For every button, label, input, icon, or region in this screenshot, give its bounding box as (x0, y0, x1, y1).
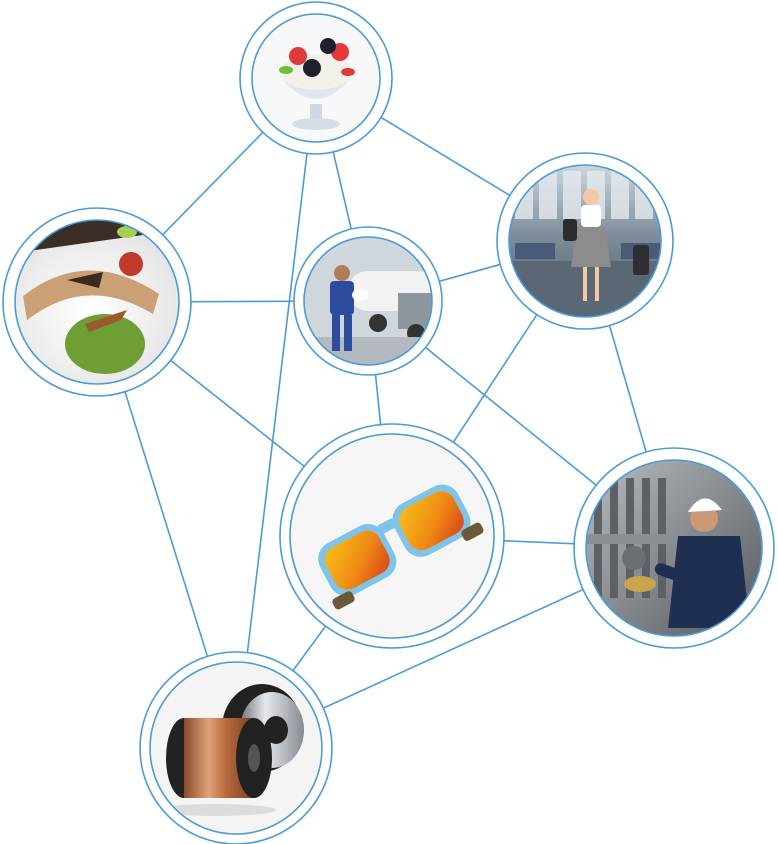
inner-ring (289, 433, 495, 639)
inner-ring (303, 236, 433, 366)
inner-ring (508, 164, 662, 318)
worker-at-industrial-machinery-photo (586, 460, 762, 636)
copper-and-steel-wire-spools-photo (150, 662, 322, 834)
node-dessert-cup (239, 1, 393, 155)
inner-ring (251, 13, 381, 143)
burrito-and-guacamole-plate-photo (15, 220, 179, 384)
node-sunglasses (279, 423, 505, 649)
woman-traveler-in-airport-photo (509, 165, 661, 317)
node-food-plate (2, 207, 192, 397)
node-wire-spools (139, 651, 333, 844)
edge-dessert-cup-to-wire-spools (235, 77, 317, 749)
node-gas-truck-worker (293, 226, 443, 376)
node-industrial-worker (573, 447, 775, 649)
blue-frame-mirrored-sunglasses-photo (290, 434, 494, 638)
inner-ring (14, 219, 180, 385)
fruit-yogurt-dessert-cup-photo (252, 14, 380, 142)
inner-ring (149, 661, 323, 835)
node-airport-traveler (496, 152, 674, 330)
inner-ring (585, 459, 763, 637)
